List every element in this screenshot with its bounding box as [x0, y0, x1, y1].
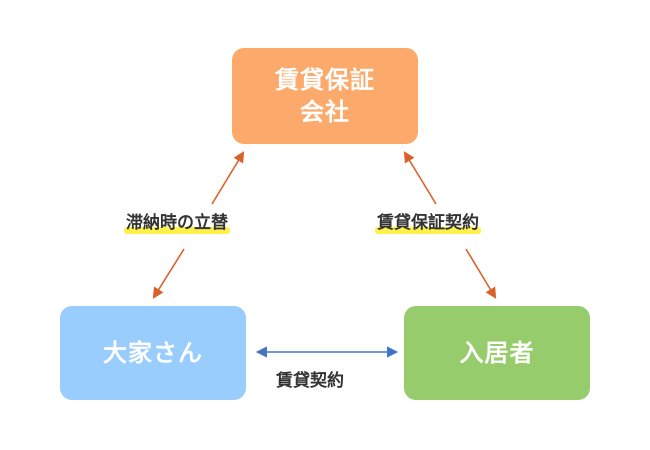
highlight-marker: [375, 227, 481, 234]
edge-label-lease-contract: 賃貸契約: [276, 370, 344, 392]
lease-contract-text: 賃貸契約: [276, 371, 344, 391]
node-guarantor: 賃貸保証 会社: [232, 48, 418, 144]
tenant-label: 入居者: [459, 339, 535, 367]
edge-label-guarantee-contract: 賃貸保証契約: [375, 212, 481, 234]
guarantor-label-line1: 賃貸保証: [275, 66, 375, 94]
node-landlord: 大家さん: [60, 306, 246, 400]
arrow-advance-lower: [152, 248, 185, 299]
arrow-guarantee-upper: [403, 151, 437, 205]
edge-label-advance-payment: 滞納時の立替: [124, 212, 230, 234]
arrow-advance-upper: [211, 151, 245, 205]
landlord-label: 大家さん: [103, 339, 203, 367]
advance-payment-text: 滞納時の立替: [126, 213, 228, 233]
highlight-marker: [124, 227, 230, 234]
node-tenant: 入居者: [404, 306, 590, 400]
guarantee-contract-text: 賃貸保証契約: [377, 213, 479, 233]
arrow-guarantee-lower: [465, 248, 497, 299]
guarantor-label-line2: 会社: [300, 98, 350, 126]
